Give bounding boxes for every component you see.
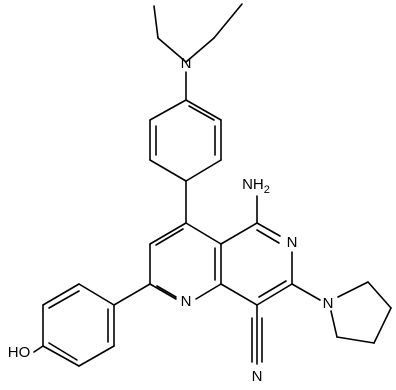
bond (256, 222, 281, 237)
bond (337, 281, 369, 298)
pyrrolidine-nitrogen-label: N (323, 295, 334, 312)
bond (48, 342, 78, 361)
bond (48, 290, 80, 309)
nh2-main: NH (242, 176, 264, 193)
bond (185, 159, 222, 182)
bond (291, 283, 321, 301)
bond (220, 283, 258, 306)
bond (149, 283, 177, 300)
bond (78, 283, 115, 306)
bond (256, 283, 293, 306)
bond (220, 222, 258, 245)
bond (330, 310, 338, 338)
bond-layer (33, 3, 392, 367)
nh2-subscript: 2 (264, 184, 270, 196)
bond (33, 345, 44, 353)
nh2-label: NH2 (242, 176, 270, 196)
bond (42, 345, 80, 367)
bond (42, 283, 80, 306)
bond (185, 37, 215, 63)
bond (258, 280, 287, 298)
hydroxyl-label: HO (8, 344, 31, 361)
ring-nitrogen-right-label: N (287, 234, 298, 251)
bond (153, 5, 159, 39)
bond (336, 336, 375, 344)
bond (213, 3, 243, 39)
bond (256, 229, 280, 244)
bond (188, 105, 215, 121)
amine-nitrogen-label: N (181, 55, 192, 72)
bond (156, 285, 177, 298)
bond (185, 99, 222, 121)
bond (149, 99, 187, 121)
nitrile-nitrogen-label: N (252, 368, 263, 385)
ring-nitrogen-left-label: N (181, 293, 192, 310)
atom-labels: N NH2 N N N N HO (8, 55, 334, 385)
bond (113, 283, 151, 306)
bond (373, 307, 392, 344)
bond (195, 283, 222, 300)
bond (185, 222, 222, 245)
bond (155, 228, 184, 246)
bond (157, 37, 187, 63)
bond (149, 159, 187, 182)
bond (78, 345, 115, 367)
bond (367, 281, 392, 309)
bond (149, 222, 187, 245)
